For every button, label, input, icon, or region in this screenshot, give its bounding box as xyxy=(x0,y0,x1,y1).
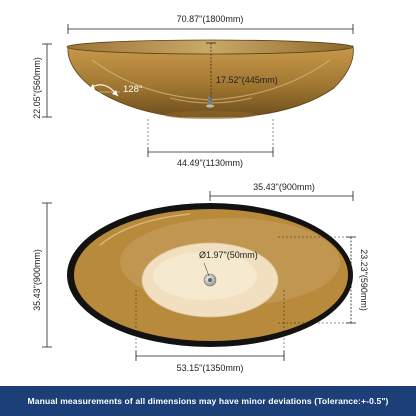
angle-label: 128° xyxy=(123,84,143,95)
angle-arrow xyxy=(112,90,118,96)
leader-line xyxy=(203,262,210,277)
basin-length-label: 53.15"(1350mm) xyxy=(177,363,244,373)
footer-banner-bg xyxy=(0,386,416,416)
basin-width-label: 23.23"(590mm) xyxy=(359,249,369,311)
width-label: 35.43"(900mm) xyxy=(32,249,42,311)
basin-highlight xyxy=(153,252,257,300)
footer-banner: Manual measurements of all dimensions ma… xyxy=(0,386,416,416)
drain-icon xyxy=(206,104,214,108)
drain-icon xyxy=(208,278,212,282)
top-view: 35.43"(900mm) Ø1.97"(50mm) 23.23"(590mm)… xyxy=(32,182,369,373)
height-label: 22.05"(560mm) xyxy=(32,57,42,119)
overall-length-label: 70.87"(1800mm) xyxy=(177,14,244,24)
half-width-label: 35.43"(900mm) xyxy=(253,182,315,192)
drain-diameter-label: Ø1.97"(50mm) xyxy=(199,250,258,260)
tub-top-highlight xyxy=(99,213,191,246)
tub-side-base xyxy=(164,111,256,119)
base-length-label: 44.49"(1130mm) xyxy=(177,158,243,168)
disclaimer-text: Manual measurements of all dimensions ma… xyxy=(27,396,389,406)
angle-arrow xyxy=(89,84,95,90)
depth-label: 17.52"(445mm) xyxy=(216,75,278,85)
side-view: 70.87"(1800mm) 17.52"(445mm) 128° 22.05"… xyxy=(32,14,354,168)
drain-icon xyxy=(208,96,212,104)
tub-side-rim xyxy=(66,39,354,55)
